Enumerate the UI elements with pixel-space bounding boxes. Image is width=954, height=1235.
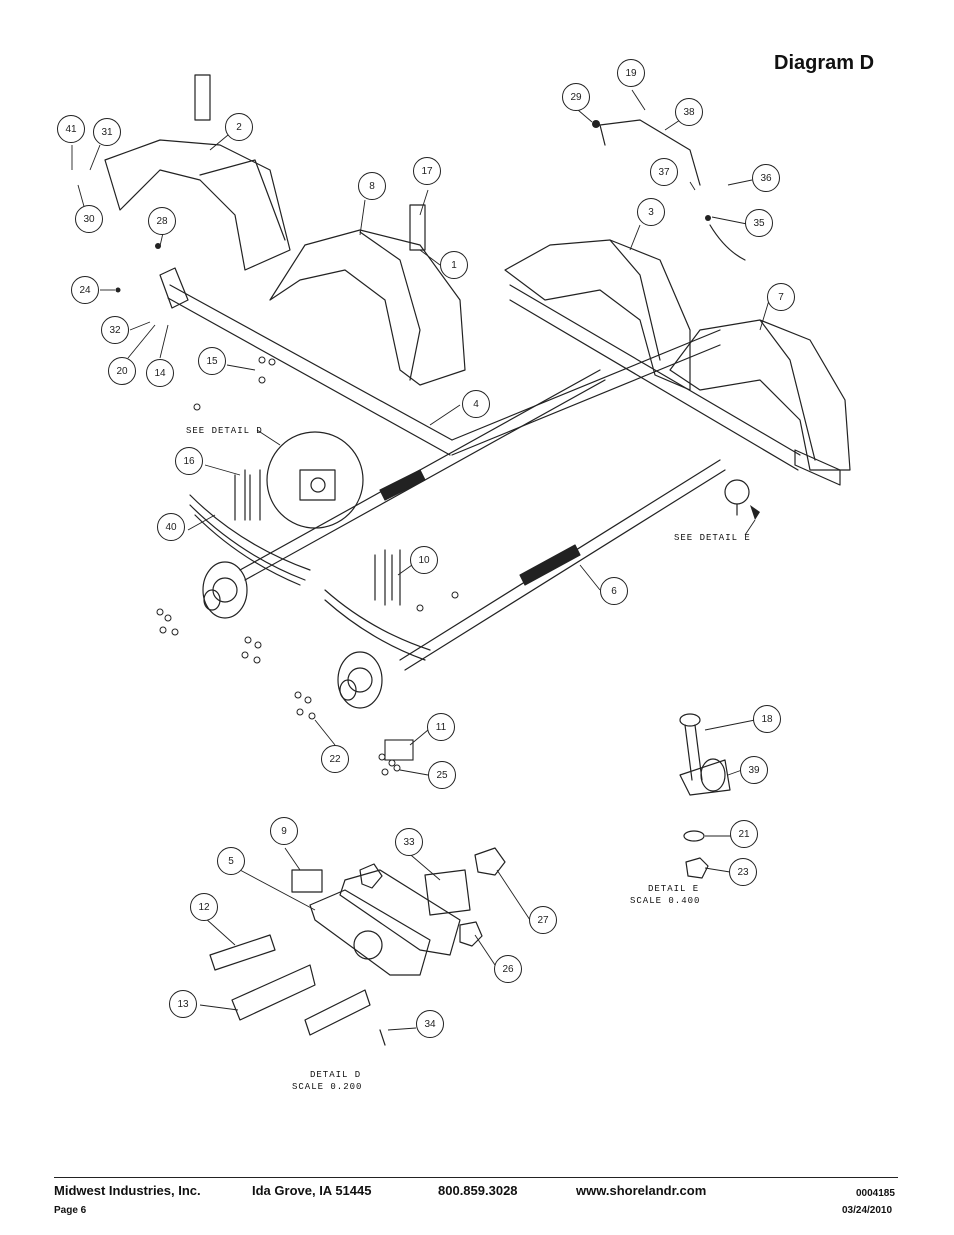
fender-7	[669, 319, 851, 471]
detail-d-title: DETAIL D	[310, 1070, 362, 1080]
detail-e-assembly	[679, 713, 731, 879]
callout-11: 11	[427, 713, 455, 741]
callout-6: 6	[600, 577, 628, 605]
callout-28: 28	[148, 207, 176, 235]
callout-13: 13	[169, 990, 197, 1018]
footer-page: Page 6	[54, 1205, 87, 1216]
callout-19: 19	[617, 59, 645, 87]
brake-line-38	[599, 119, 701, 186]
parts-diagram	[71, 74, 851, 1046]
leaf-spring-rear	[324, 589, 431, 661]
callout-2: 2	[225, 113, 253, 141]
u-bolt-10	[374, 549, 401, 606]
callout-30: 30	[75, 205, 103, 233]
fender-8	[269, 229, 466, 386]
callout-23: 23	[729, 858, 757, 886]
callout-29: 29	[562, 83, 590, 111]
callout-24: 24	[71, 276, 99, 304]
callout-18: 18	[753, 705, 781, 733]
detail-e-bubble	[724, 479, 750, 516]
callout-26: 26	[494, 955, 522, 983]
axle-rear	[399, 459, 726, 671]
callout-10: 10	[410, 546, 438, 574]
hub-rear	[337, 651, 383, 709]
footer-phone: 800.859.3028	[438, 1183, 518, 1198]
detail-e-scale: SCALE 0.400	[630, 896, 701, 906]
callout-40: 40	[157, 513, 185, 541]
footer-divider	[54, 1177, 898, 1178]
footer-company: Midwest Industries, Inc.	[54, 1183, 201, 1198]
callout-33: 33	[395, 828, 423, 856]
u-bolt-17	[409, 204, 426, 251]
see-detail-d-label: SEE DETAIL D	[186, 426, 263, 436]
callout-41: 41	[57, 115, 85, 143]
frame-rails	[159, 267, 841, 486]
fender-3	[504, 239, 691, 391]
hub-front	[202, 561, 248, 619]
callout-8: 8	[358, 172, 386, 200]
callout-16: 16	[175, 447, 203, 475]
callout-21: 21	[730, 820, 758, 848]
axle-front	[239, 369, 606, 581]
callout-39: 39	[740, 756, 768, 784]
callout-20: 20	[108, 357, 136, 385]
footer-website: www.shorelandr.com	[576, 1183, 707, 1198]
callout-7: 7	[767, 283, 795, 311]
callout-35: 35	[745, 209, 773, 237]
callout-9: 9	[270, 817, 298, 845]
footer-doc-number: 0004185	[856, 1188, 895, 1199]
detail-d-circle	[266, 431, 364, 529]
detail-e-title: DETAIL E	[648, 884, 700, 894]
callout-36: 36	[752, 164, 780, 192]
u-bolt-16	[234, 469, 261, 521]
detail-d-scale: SCALE 0.200	[292, 1082, 363, 1092]
callout-22: 22	[321, 745, 349, 773]
see-detail-e-label: SEE DETAIL E	[674, 533, 751, 543]
callout-3: 3	[637, 198, 665, 226]
callout-1: 1	[440, 251, 468, 279]
callout-12: 12	[190, 893, 218, 921]
fender-2	[104, 139, 291, 271]
detail-d-assembly	[209, 847, 506, 1046]
callout-27: 27	[529, 906, 557, 934]
callout-37: 37	[650, 158, 678, 186]
callout-5: 5	[217, 847, 245, 875]
callout-32: 32	[101, 316, 129, 344]
callout-38: 38	[675, 98, 703, 126]
leaf-spring-40	[189, 494, 311, 586]
callout-15: 15	[198, 347, 226, 375]
callout-25: 25	[428, 761, 456, 789]
page-title: Diagram D	[774, 52, 875, 74]
callout-34: 34	[416, 1010, 444, 1038]
callout-4: 4	[462, 390, 490, 418]
brake-hose-35	[709, 224, 746, 261]
footer-location: Ida Grove, IA 51445	[252, 1183, 372, 1198]
callout-17: 17	[413, 157, 441, 185]
u-bolt-top	[194, 74, 211, 121]
callout-31: 31	[93, 118, 121, 146]
callout-14: 14	[146, 359, 174, 387]
footer-date: 03/24/2010	[842, 1205, 893, 1216]
